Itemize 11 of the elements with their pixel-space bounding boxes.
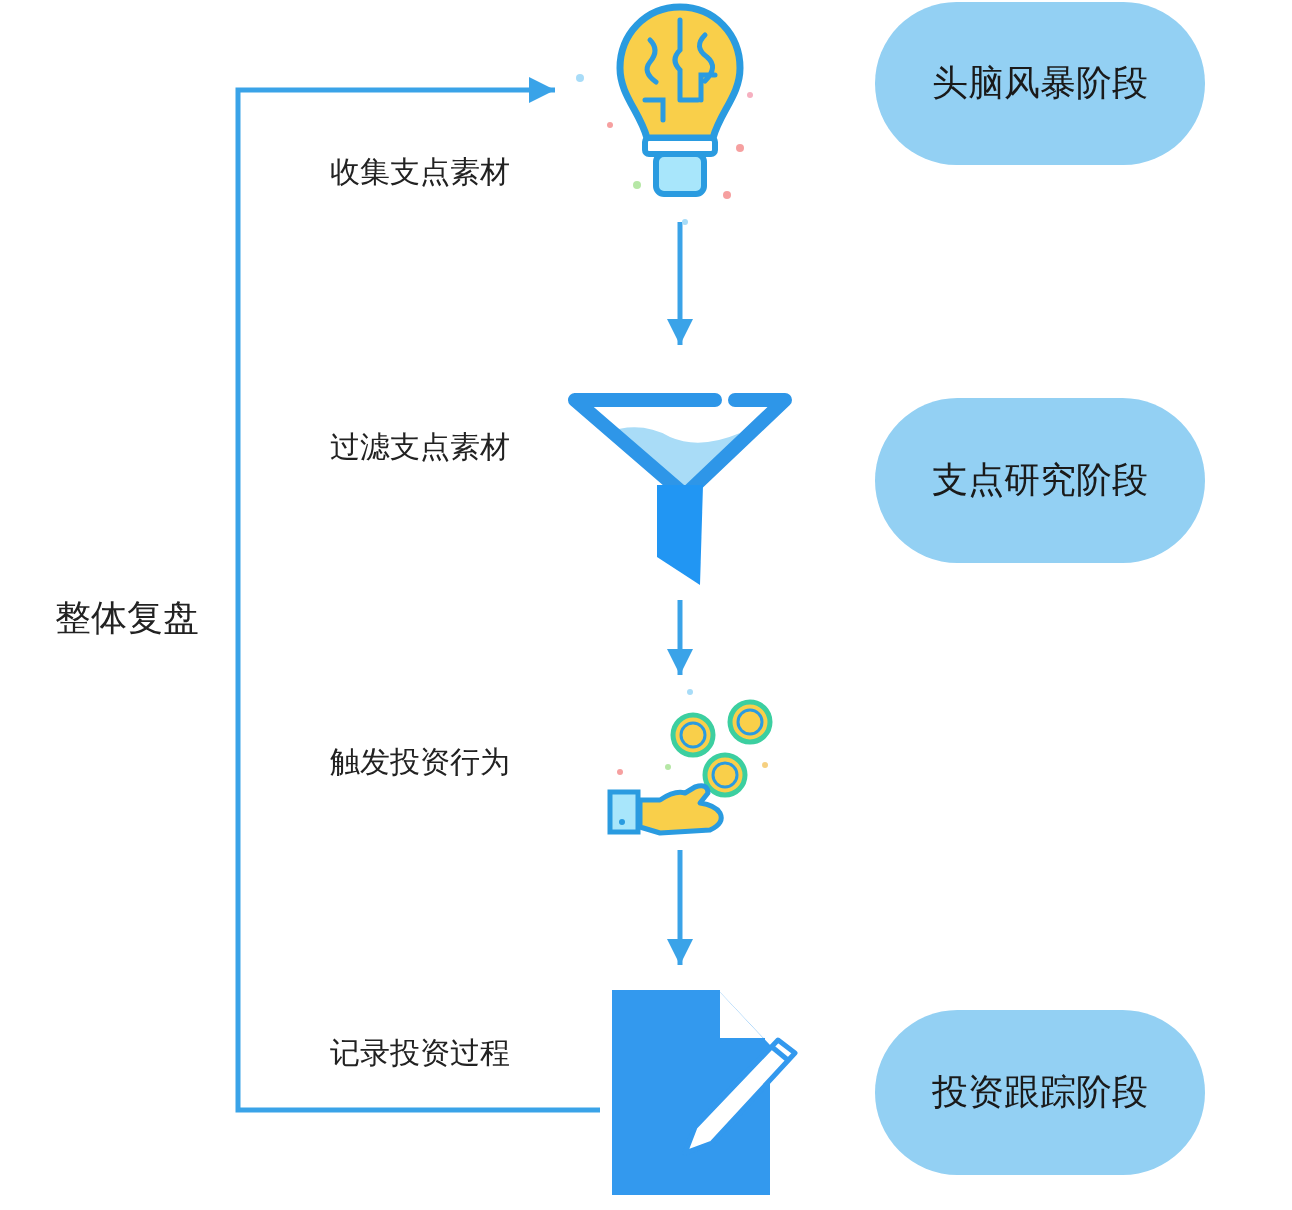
stage-pill: 头脑风暴阶段 — [875, 2, 1205, 165]
step-label: 触发投资行为 — [330, 743, 510, 781]
arrow — [667, 850, 693, 965]
step-label: 过滤支点素材 — [330, 428, 510, 466]
stage-pill: 支点研究阶段 — [875, 398, 1205, 563]
stage-pill: 投资跟踪阶段 — [875, 1010, 1205, 1175]
arrow — [667, 222, 693, 345]
arrow — [667, 600, 693, 675]
step-label: 记录投资过程 — [330, 1034, 510, 1072]
arrow — [235, 77, 600, 1113]
step-label: 收集支点素材 — [330, 153, 510, 191]
